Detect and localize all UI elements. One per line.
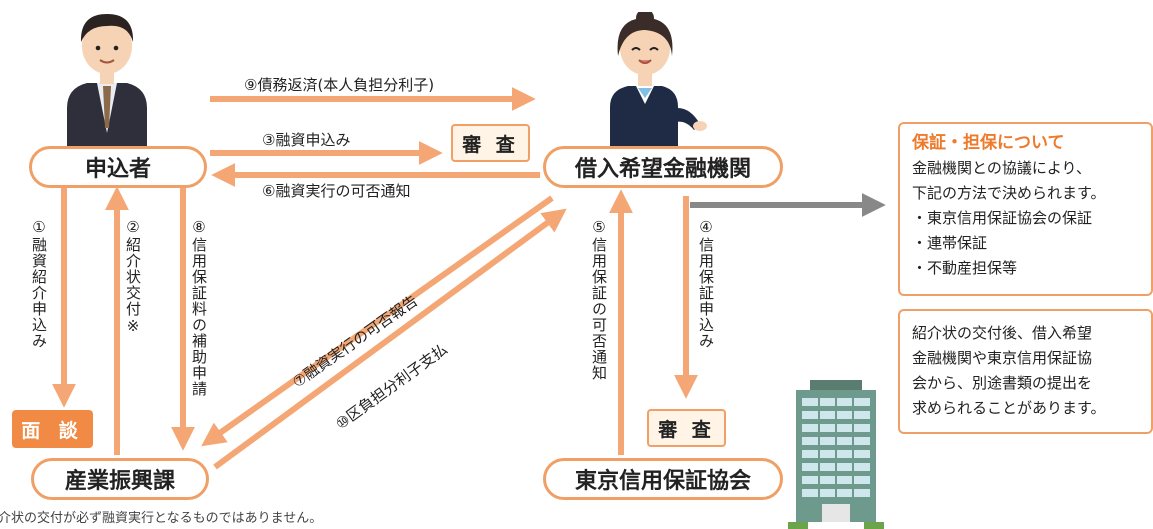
building-illustration [788, 380, 884, 529]
bank-staff-illustration [610, 12, 707, 147]
step-3-label: ③融資申込み [262, 131, 351, 149]
footnote: 介状の交付が必ず融資実行となるものではありません。 [0, 511, 323, 526]
step-9-label: ⑨債務返済(本人負担分利子) [244, 76, 435, 94]
step-5-label: ⑤信用保証の可否通知 [590, 218, 608, 381]
arrow-7 [201, 195, 554, 447]
note-info-box: 紹介状の交付後、借入希望 金融機関や東京信用保証協 会から、別途書類の提出を 求… [898, 309, 1153, 434]
collateral-info-box: 保証・担保について 金融機関との協議により、 下記の方法で決められます。 ・東京… [898, 122, 1153, 296]
interview-box: 面 談 [12, 410, 93, 448]
guarantee-review-box: 審 査 [647, 409, 726, 447]
bank-review-box: 審 査 [451, 124, 530, 162]
applicant-node: 申込者 [29, 146, 207, 188]
sangyo-node: 産業振興課 [31, 458, 209, 500]
guarantee-node: 東京信用保証協会 [543, 458, 783, 500]
arrow-10 [213, 208, 567, 470]
bank-node: 借入希望金融機関 [543, 146, 783, 188]
collateral-info-line: 下記の方法で決められます。 [912, 184, 1106, 202]
applicant-illustration [67, 14, 147, 148]
step-4-label: ④信用保証申込み [697, 218, 715, 349]
collateral-info-line: ・不動産担保等 [912, 259, 1018, 277]
note-info-line: 会から、別途書類の提出を [912, 374, 1093, 392]
step-8-label: ⑧信用保証料の補助申請 [190, 218, 208, 397]
collateral-info-line: 金融機関との協議により、 [912, 159, 1091, 177]
note-info-line: 求められることがあります。 [912, 399, 1106, 417]
collateral-info-line: ・連帯保証 [912, 234, 988, 252]
note-info-line: 紹介状の交付後、借入希望 [912, 324, 1093, 342]
step-2-label: ②紹介状交付※ [124, 218, 142, 336]
collateral-info-title: 保証・担保について [912, 133, 1065, 153]
step-6-label: ⑥融資実行の可否通知 [262, 182, 411, 200]
collateral-info-line: ・東京信用保証協会の保証 [912, 209, 1093, 227]
note-info-line: 金融機関や東京信用保証協 [912, 349, 1093, 367]
step-1-label: ①融資紹介申込み [30, 218, 48, 349]
